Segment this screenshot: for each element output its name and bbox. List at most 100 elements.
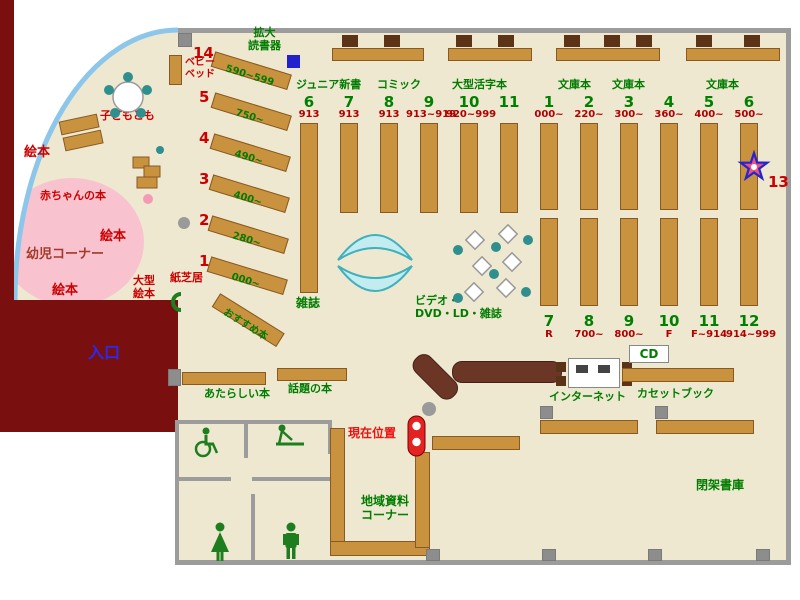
chair [342, 35, 358, 47]
pillar [648, 549, 662, 561]
col-num: 12 [738, 312, 760, 330]
picture-books-label-2: 絵本 [100, 229, 127, 244]
bookshelf-column [700, 218, 718, 306]
entrance-block [0, 300, 178, 432]
cassette-books-label: カセットブック [637, 387, 714, 400]
chair [498, 35, 514, 47]
bookshelf [656, 420, 754, 434]
shelf-14-number: 14 [193, 44, 214, 62]
chair [636, 35, 652, 47]
col-range: 913~919 [406, 109, 457, 120]
pillar [168, 369, 181, 386]
col-num: 1 [543, 93, 555, 111]
col-range: 800~ [614, 329, 644, 340]
magazines-label: 雑誌 [296, 296, 321, 310]
chair [744, 35, 760, 47]
col-num: 10 [658, 312, 680, 330]
pillar [756, 549, 770, 561]
col-range: F~914 [690, 329, 728, 340]
col-num: 4 [663, 93, 675, 111]
new-books-shelf [182, 372, 266, 385]
bookshelf-column [620, 218, 638, 306]
current-location-label: 現在位置 [348, 426, 397, 440]
pillar [542, 549, 556, 561]
chair [384, 35, 400, 47]
bookshelf-column [580, 123, 598, 210]
internet-desk [568, 358, 620, 388]
chair [604, 35, 620, 47]
col-num: 6 [303, 93, 315, 111]
baby-bed [169, 55, 182, 85]
col-range: 913 [378, 109, 400, 120]
toddler-corner-pink-zone [15, 178, 144, 300]
wall-bottom [175, 560, 791, 565]
col-num: 11 [698, 312, 720, 330]
section-large-print: 大型活字本 [452, 78, 507, 91]
section-bunko-1: 文庫本 [558, 78, 591, 91]
pillar [540, 406, 553, 419]
baby-books-label: 赤ちゃんの本 [40, 189, 106, 202]
glass-wall-curve [12, 27, 178, 301]
col-num: 9 [623, 312, 635, 330]
col-num: 5 [703, 93, 715, 111]
wall-maroon-strip [0, 0, 14, 302]
computer-terminal [598, 365, 610, 373]
section-bunko-3: 文庫本 [706, 78, 739, 91]
chair [556, 362, 566, 372]
col-range: 914~999 [726, 329, 777, 340]
bookshelf-column [740, 123, 758, 210]
chair [564, 35, 580, 47]
col-range: 920~999 [446, 109, 497, 120]
col-range: 500~ [734, 109, 764, 120]
magnifier-label: 拡大 読書器 [248, 26, 281, 52]
bookshelf-column [540, 218, 558, 306]
reading-table [448, 48, 532, 61]
toilet-wall [175, 420, 179, 562]
col-num: 3 [623, 93, 635, 111]
large-picture-books-label: 大型 絵本 [133, 274, 155, 300]
col-range: R [545, 329, 553, 340]
col-range: 300~ [614, 109, 644, 120]
col-range: 360~ [654, 109, 684, 120]
bookshelf [540, 420, 638, 434]
bookshelf-column [660, 123, 678, 210]
bookshelf-column [660, 218, 678, 306]
reading-table [686, 48, 780, 61]
col-range: F [665, 329, 673, 340]
reading-table [332, 48, 424, 61]
av-corner-label: ビデオ・ DVD・LD・雑誌 [415, 294, 502, 320]
cd-shelf: CD [629, 345, 669, 363]
picture-books-label-1: 絵本 [24, 145, 51, 160]
wall-right [786, 28, 791, 565]
area-13-label: 13 [768, 173, 789, 191]
regional-shelf [330, 428, 345, 556]
toilet-wall [244, 420, 248, 458]
shelf-4-number: 4 [199, 129, 210, 147]
col-num: 8 [583, 312, 595, 330]
chair [456, 35, 472, 47]
bookshelf-column [340, 123, 358, 213]
chair [556, 376, 566, 386]
shelf-1-number: 1 [199, 252, 210, 270]
internet-label: インターネット [549, 390, 626, 403]
bookshelf-column [300, 123, 318, 293]
new-books-label: あたらしい本 [204, 387, 270, 400]
toilet-wall [178, 420, 332, 424]
toilet-wall [251, 494, 255, 562]
bookshelf-column [700, 123, 718, 210]
kamishibai-label: 紙芝居 [170, 271, 203, 284]
col-range: 400~ [694, 109, 724, 120]
service-counter [452, 361, 562, 383]
regional-corner-label: 地域資料 コーナー [360, 494, 409, 522]
col-num: 7 [543, 312, 555, 330]
wall-top [178, 28, 790, 33]
chair [622, 362, 632, 372]
shelf-2-number: 2 [199, 211, 210, 229]
baby-bed-label: ベビー ベッド [185, 57, 215, 80]
col-num: 6 [743, 93, 755, 111]
bookshelf-column [740, 218, 758, 306]
bookshelf-column [540, 123, 558, 210]
bookshelf-column [460, 123, 478, 213]
shelf-5-number: 5 [199, 88, 210, 106]
entrance-label: 入口 [88, 343, 121, 362]
